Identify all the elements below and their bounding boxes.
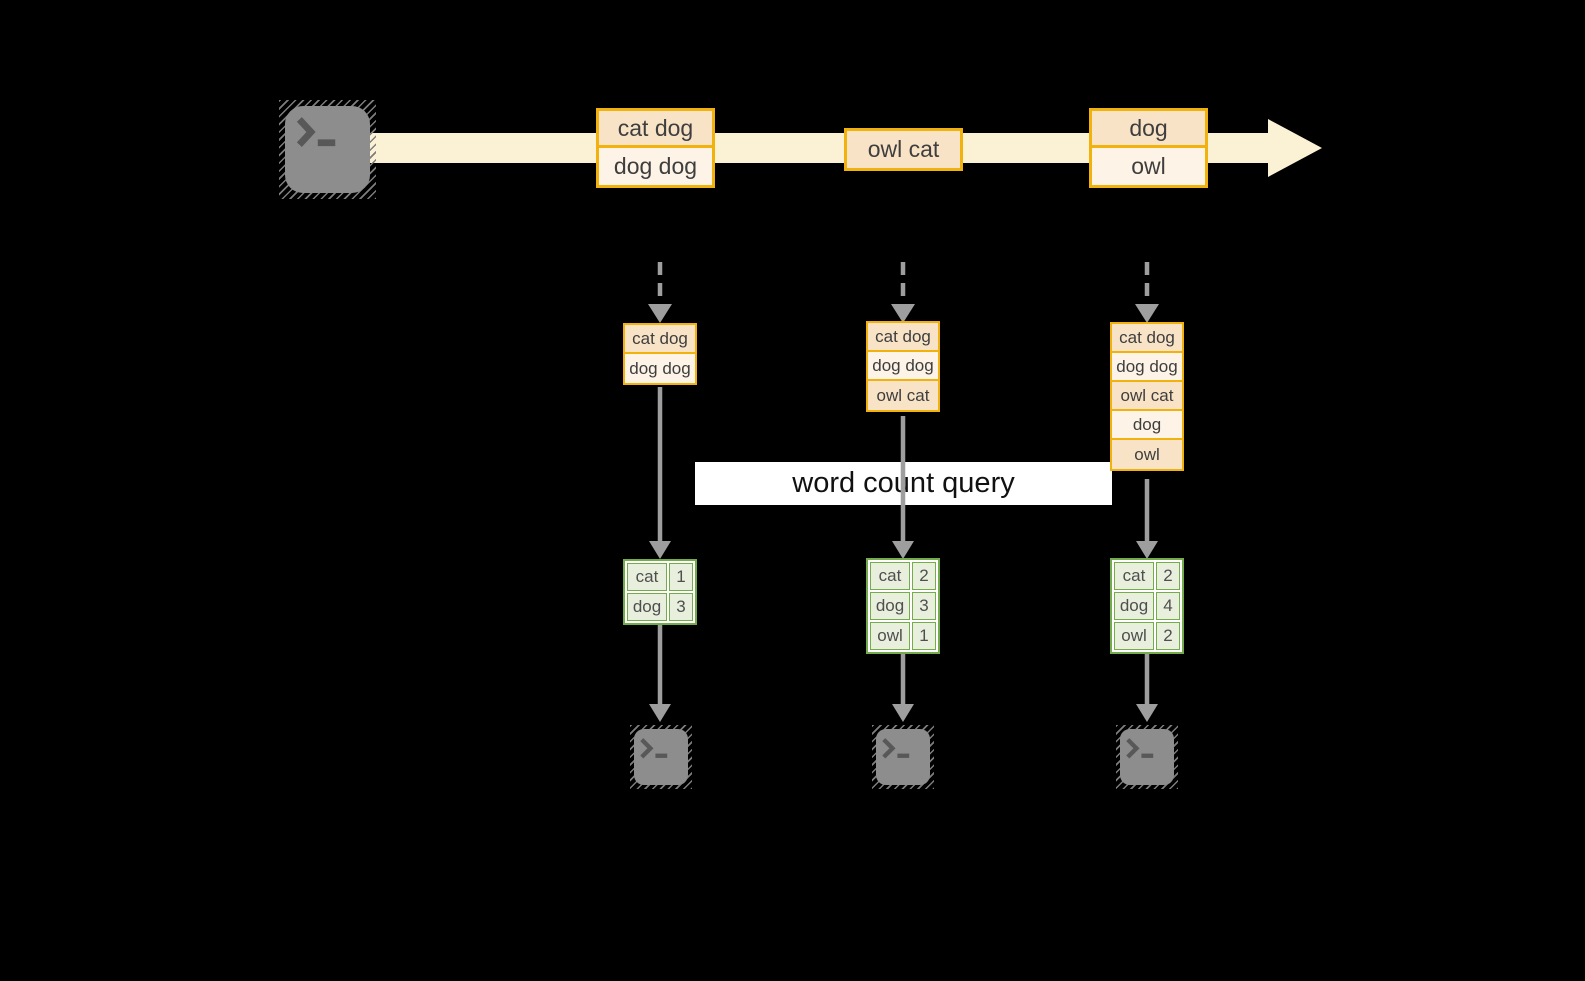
count-value: 3 <box>669 593 693 621</box>
snapshot-item: cat dog <box>868 323 938 352</box>
snapshot-item: cat dog <box>1112 324 1182 353</box>
count-word: owl <box>1114 622 1154 650</box>
sink-arrow-2-head <box>892 704 914 722</box>
count-word: cat <box>627 563 667 591</box>
terminal-prompt-glyph <box>296 117 336 147</box>
count-word: dog <box>870 592 910 620</box>
count-value: 2 <box>912 562 936 590</box>
stream-item: owl cat <box>847 131 960 168</box>
sink-terminal-icon-2 <box>872 725 934 789</box>
snapshot-item: owl <box>1112 440 1182 469</box>
dashed-down-arrow-3-head <box>1135 304 1159 323</box>
dashed-down-arrow-1-head <box>648 304 672 323</box>
count-value: 3 <box>912 592 936 620</box>
query-arrow-2-head <box>892 541 914 559</box>
snapshot-item: dog <box>1112 411 1182 440</box>
sink-arrow-3-head <box>1136 704 1158 722</box>
stream-item: dog <box>1092 111 1205 148</box>
stream-batch-2: owl cat <box>844 128 963 171</box>
snapshot-item: dog dog <box>868 352 938 381</box>
sink-arrow-1-head <box>649 704 671 722</box>
query-arrow-1-head <box>649 541 671 559</box>
count-word: dog <box>627 593 667 621</box>
terminal-prompt-glyph <box>882 738 910 759</box>
count-value: 4 <box>1156 592 1180 620</box>
stream-item: owl <box>1092 148 1205 185</box>
stream-item: dog dog <box>599 148 712 185</box>
count-word: owl <box>870 622 910 650</box>
count-word: cat <box>1114 562 1154 590</box>
count-value: 1 <box>912 622 936 650</box>
dashed-down-arrow-2-head <box>891 304 915 323</box>
snapshot-item: owl cat <box>868 381 938 410</box>
snapshot-batch-2: cat dog dog dog owl cat <box>866 321 940 412</box>
count-word: cat <box>870 562 910 590</box>
query-arrow-3-head <box>1136 541 1158 559</box>
sink-terminal-icon-3 <box>1116 725 1178 789</box>
count-value: 1 <box>669 563 693 591</box>
snapshot-item: dog dog <box>1112 353 1182 382</box>
snapshot-item: cat dog <box>625 325 695 354</box>
stream-batch-1: cat dog dog dog <box>596 108 715 188</box>
snapshot-item: owl cat <box>1112 382 1182 411</box>
stream-batch-3: dog owl <box>1089 108 1208 188</box>
terminal-prompt-glyph <box>1126 738 1154 759</box>
stream-item: cat dog <box>599 111 712 148</box>
word-count-table-3: cat 2 dog 4 owl 2 <box>1110 558 1184 654</box>
snapshot-item: dog dog <box>625 354 695 383</box>
count-value: 2 <box>1156 562 1180 590</box>
sink-terminal-icon-1 <box>630 725 692 789</box>
count-word: dog <box>1114 592 1154 620</box>
count-value: 2 <box>1156 622 1180 650</box>
terminal-prompt-glyph <box>640 738 668 759</box>
word-count-table-1: cat 1 dog 3 <box>623 559 697 625</box>
snapshot-batch-3: cat dog dog dog owl cat dog owl <box>1110 322 1184 471</box>
snapshot-batch-1: cat dog dog dog <box>623 323 697 385</box>
word-count-table-2: cat 2 dog 3 owl 1 <box>866 558 940 654</box>
stream-arrow-head <box>1268 119 1322 177</box>
stream-source-terminal-icon <box>279 100 376 199</box>
